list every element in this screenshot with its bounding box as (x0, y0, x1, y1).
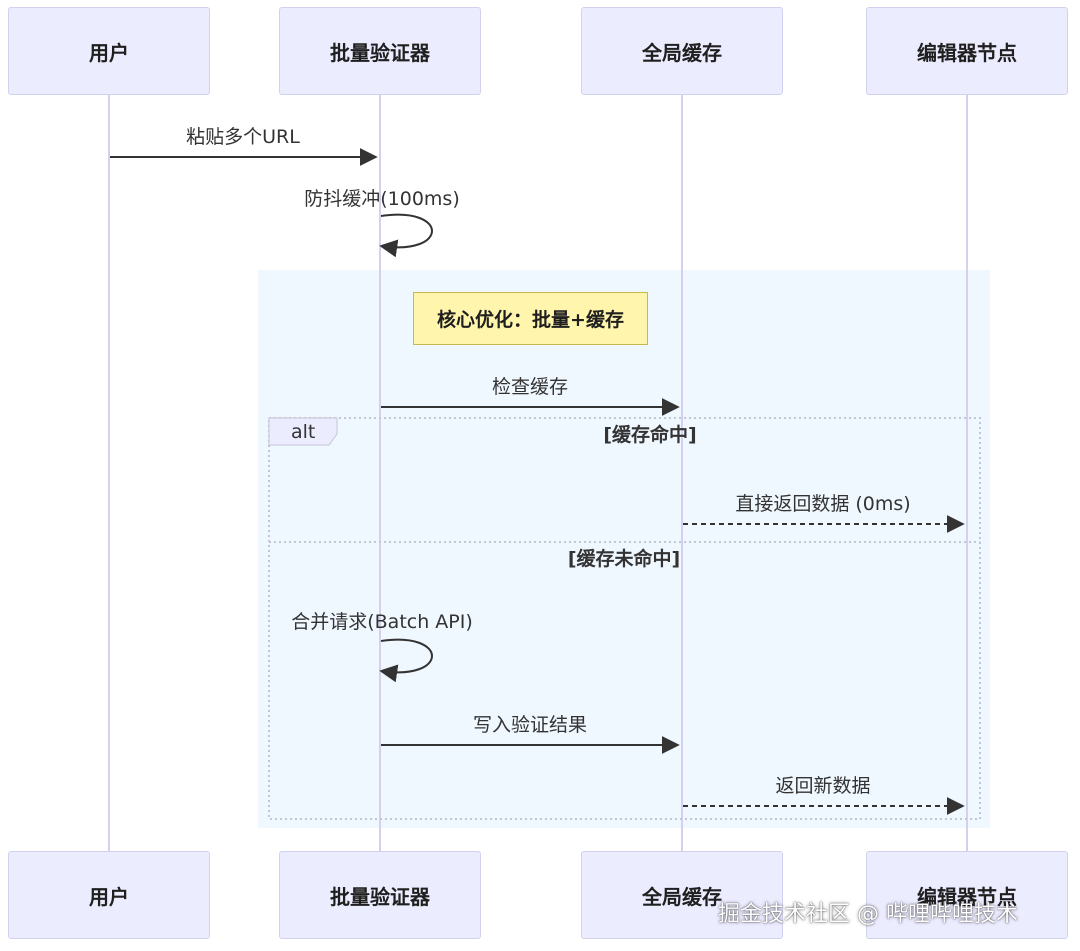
label-write: 写入验证结果 (472, 714, 588, 736)
arrow-batch (379, 638, 433, 683)
alt-label-tab (268, 417, 338, 446)
label-paste: 粘贴多个URL (186, 126, 300, 148)
alt-condition-hit: [缓存命中] (603, 424, 697, 446)
actor-top-editor: 编辑器节点 (866, 7, 1068, 95)
watermark-text: 掘金技术社区 @ 哔哩哔哩技术 (718, 902, 1018, 927)
alt-keyword: alt (291, 421, 316, 443)
actor-top-cache: 全局缓存 (581, 7, 783, 95)
actor-top-validator: 批量验证器 (279, 7, 481, 95)
label-batch: 合并请求(Batch API) (291, 611, 473, 633)
actor-bottom-cache: 全局缓存 (581, 851, 783, 939)
note-core-optimization: 核心优化：批量+缓存 (413, 292, 648, 345)
actor-top-user: 用户 (8, 7, 210, 95)
alt-condition-miss: [缓存未命中] (567, 548, 681, 570)
actor-bottom-editor: 编辑器节点 (866, 851, 1068, 939)
arrow-debounce (379, 213, 433, 258)
label-return-cached: 直接返回数据 (0ms) (735, 493, 911, 515)
actor-bottom-user: 用户 (8, 851, 210, 939)
label-return-new: 返回新数据 (775, 775, 871, 797)
alt-frame (268, 417, 981, 820)
actor-bottom-validator: 批量验证器 (279, 851, 481, 939)
label-debounce: 防抖缓冲(100ms) (304, 188, 460, 210)
label-check: 检查缓存 (491, 376, 569, 398)
